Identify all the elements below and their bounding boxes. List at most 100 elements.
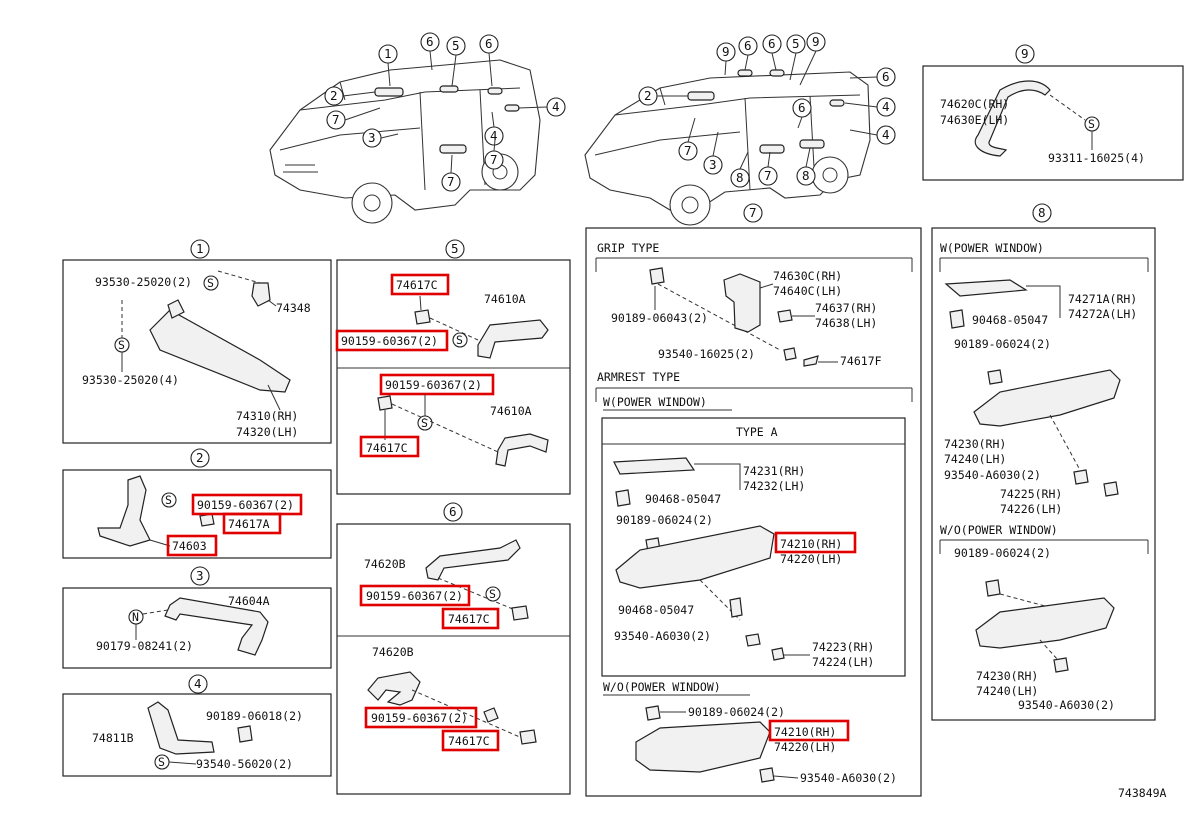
part-number: 74603	[172, 539, 207, 553]
highlight-box	[441, 729, 500, 752]
callout: 6	[426, 34, 434, 49]
nut-symbol: N	[132, 610, 139, 624]
part-number: 90159-60367(2)	[366, 589, 463, 603]
highlight-box	[774, 531, 857, 554]
box-number: 7	[749, 205, 757, 220]
callout: 7	[447, 174, 455, 189]
part-number: 93530-25020(2)	[95, 275, 192, 289]
screw-symbol: S	[456, 333, 463, 347]
box-5: 5 74617C 74610A 90159-60367(2) S 90159-6…	[335, 239, 571, 495]
part-number: 74320(LH)	[236, 425, 298, 439]
part-number: 74220(LH)	[774, 740, 836, 754]
screw-symbol: S	[158, 755, 165, 769]
part-number: 74617C	[396, 278, 438, 292]
part-number: 74811B	[92, 731, 134, 745]
box-number: 2	[196, 450, 204, 465]
part-number: 74617C	[448, 612, 490, 626]
section-title: ARMREST TYPE	[597, 370, 680, 384]
part-number: 74630C(RH)	[773, 269, 842, 283]
part-number: 93540-A6030(2)	[614, 629, 711, 643]
box-number: 6	[449, 504, 457, 519]
box-number: 9	[1021, 46, 1029, 61]
callout: 6	[744, 38, 752, 53]
callout: 7	[490, 152, 498, 167]
highlight-box	[359, 584, 471, 607]
part-number: 90468-05047	[618, 603, 694, 617]
highlight-box	[364, 706, 478, 729]
highlight-box	[379, 373, 495, 396]
box-6: 6 74620B 90159-60367(2) S 74617C 74620B …	[336, 502, 571, 795]
callout: 6	[485, 36, 493, 51]
highlight-box	[441, 607, 500, 630]
callout: 5	[452, 38, 460, 53]
part-number: 74272A(LH)	[1068, 307, 1137, 321]
part-number: 90468-05047	[645, 492, 721, 506]
part-number: 90189-06043(2)	[611, 311, 708, 325]
part-number: 90468-05047	[972, 313, 1048, 327]
part-number: 90159-60367(2)	[385, 378, 482, 392]
box-9: 9 S 74620C(RH) 74630E(LH) 93311-16025(4)	[922, 44, 1184, 181]
box-number: 1	[196, 241, 204, 256]
callouts-left: 1 6 5 6 2 7 3 4 4 7 7	[324, 32, 566, 192]
part-number: 74226(LH)	[1000, 502, 1062, 516]
part-number: 93530-25020(4)	[82, 373, 179, 387]
part-number: 74271A(RH)	[1068, 292, 1137, 306]
part-number: 74617F	[840, 354, 882, 368]
catalog-number: 743849A	[1118, 786, 1167, 800]
part-number: 74640C(LH)	[773, 284, 842, 298]
callout: 8	[736, 170, 744, 185]
part-number: 74620B	[364, 557, 406, 571]
callout: 9	[722, 44, 730, 59]
callout: 4	[882, 99, 890, 114]
part-number: 93540-56020(2)	[196, 757, 293, 771]
part-number: 74630E(LH)	[940, 113, 1009, 127]
part-number: 90189-06024(2)	[688, 705, 785, 719]
screw-symbol: S	[118, 338, 125, 352]
part-number: 74240(LH)	[944, 452, 1006, 466]
part-number: 90189-06024(2)	[954, 337, 1051, 351]
part-number: 90189-06018(2)	[206, 709, 303, 723]
section-subtitle: W/O(POWER WINDOW)	[603, 680, 721, 694]
part-number: 74620B	[372, 645, 414, 659]
highlight-box	[335, 329, 449, 352]
box-8: 8 W(POWER WINDOW) 74271A(RH) 74272A(LH) …	[931, 203, 1156, 721]
screw-symbol: S	[207, 276, 214, 290]
screw-symbol: S	[421, 416, 428, 430]
part-number: 74310(RH)	[236, 409, 298, 423]
part-number: 90159-60367(2)	[371, 711, 468, 725]
callout: 9	[812, 34, 820, 49]
part-number: 74604A	[228, 594, 270, 608]
callout: 6	[768, 36, 776, 51]
section-subtitle: W(POWER WINDOW)	[940, 241, 1044, 255]
part-number: 74230(RH)	[976, 669, 1038, 683]
part-number: 74240(LH)	[976, 684, 1038, 698]
part-number: 90189-06024(2)	[954, 546, 1051, 560]
part-number: 74637(RH)	[815, 301, 877, 315]
box-number: 8	[1038, 205, 1046, 220]
part-number: 74224(LH)	[812, 655, 874, 669]
part-number: 74617C	[366, 441, 408, 455]
part-number: 90159-60367(2)	[197, 498, 294, 512]
callout: 4	[552, 99, 560, 114]
callout: 7	[332, 112, 340, 127]
part-number: 74210(RH)	[774, 725, 836, 739]
part-number: 74610A	[484, 292, 526, 306]
part-number: 93540-A6030(2)	[1018, 698, 1115, 712]
callout: 2	[330, 88, 338, 103]
highlight-box	[359, 435, 420, 458]
callout: 5	[792, 36, 800, 51]
callout: 7	[764, 168, 772, 183]
box-1: 1 93530-25020(2) S 74348 S 93530-25020(4…	[62, 239, 332, 444]
box-3: 3 N 74604A 90179-08241(2)	[62, 566, 332, 669]
callout: 1	[384, 46, 392, 61]
screw-symbol: S	[489, 587, 496, 601]
part-number: 74638(LH)	[815, 316, 877, 330]
callout: 3	[368, 130, 376, 145]
part-number: 74230(RH)	[944, 437, 1006, 451]
part-number: 74210(RH)	[780, 537, 842, 551]
box-number: 4	[194, 676, 202, 691]
box-7: 7 GRIP TYPE 90189-06043(2) 74630C(RH) 74…	[585, 203, 922, 797]
section-title: GRIP TYPE	[597, 241, 659, 255]
part-number: 93540-A6030(2)	[800, 771, 897, 785]
